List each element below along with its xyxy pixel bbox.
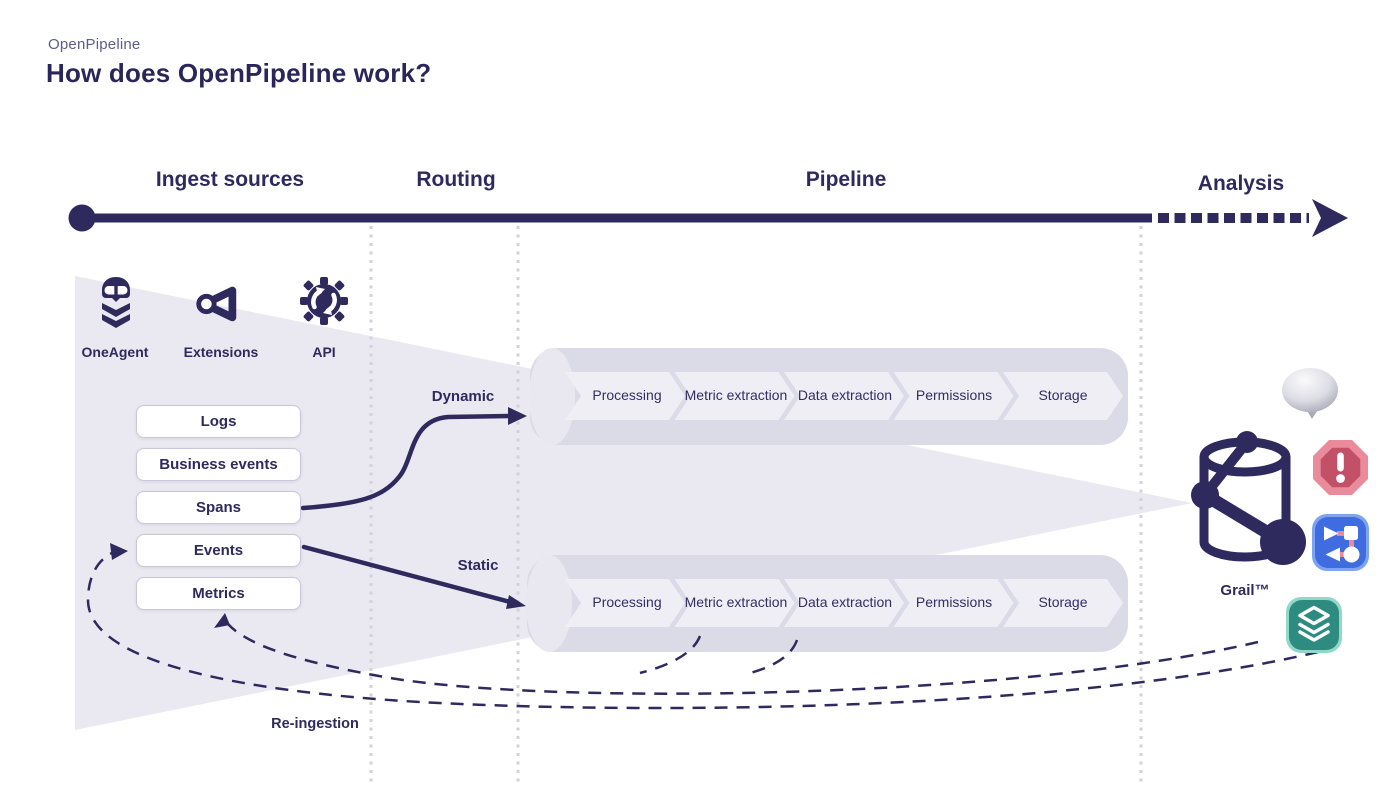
- section-label-routing: Routing: [416, 168, 496, 191]
- section-label-pipeline: Pipeline: [805, 168, 887, 191]
- grail-label: Grail™: [1220, 582, 1270, 599]
- pipeline-step-data-extraction: Data extraction: [797, 387, 893, 404]
- data-type-box-spans: Spans: [136, 491, 301, 524]
- data-type-box-business-events: Business events: [136, 448, 301, 481]
- timeline-arrow-icon: [1312, 199, 1348, 237]
- section-label-ingest: Ingest sources: [155, 168, 305, 191]
- data-type-box-metrics: Metrics: [136, 577, 301, 610]
- static-pipeline-cylinder: [526, 555, 1128, 652]
- problems-alert-icon: [1313, 440, 1368, 495]
- timeline-axis: [68, 199, 1348, 237]
- static-routing-arrow: [301, 544, 526, 609]
- reingestion-arrowhead-metrics: [214, 613, 230, 628]
- source-label-extensions: Extensions: [183, 344, 259, 360]
- section-label-analysis: Analysis: [1197, 172, 1285, 195]
- dynamic-routing-arrow: [300, 407, 527, 511]
- routing-label-static: Static: [457, 557, 499, 574]
- pipeline-step-processing: Processing: [592, 594, 662, 611]
- pipeline-step-storage: Storage: [1038, 387, 1088, 404]
- pipeline-step-metric-extraction: Metric extraction: [684, 594, 788, 611]
- source-label-oneagent: OneAgent: [81, 344, 149, 360]
- pipeline-step-processing: Processing: [592, 387, 662, 404]
- layers-icon: [1286, 597, 1342, 653]
- dynamic-pipeline-cylinder: [529, 348, 1128, 445]
- pipeline-step-metric-extraction: Metric extraction: [684, 387, 788, 404]
- api-icon: [299, 276, 349, 331]
- oneagent-icon: [96, 276, 136, 335]
- extensions-icon: [192, 281, 242, 332]
- pipeline-step-storage: Storage: [1038, 594, 1088, 611]
- pipeline-step-data-extraction: Data extraction: [797, 594, 893, 611]
- diagram-eyebrow: OpenPipeline: [48, 36, 141, 53]
- grail-database-icon: [1191, 431, 1306, 565]
- funnel-shape: [75, 276, 1192, 730]
- workflows-icon: [1312, 514, 1369, 571]
- data-type-box-logs: Logs: [136, 405, 301, 438]
- data-type-box-events: Events: [136, 534, 301, 567]
- reingestion-arrowhead-events: [110, 543, 128, 560]
- reingestion-dashed-paths: [86, 551, 1319, 710]
- routing-label-dynamic: Dynamic: [431, 388, 495, 405]
- pipeline-step-permissions: Permissions: [915, 387, 993, 404]
- davis-ai-bubble-icon: [1282, 368, 1338, 419]
- reingestion-label: Re-ingestion: [271, 716, 359, 732]
- source-label-api: API: [312, 344, 336, 360]
- pipeline-step-permissions: Permissions: [915, 594, 993, 611]
- page-title: How does OpenPipeline work?: [46, 58, 432, 88]
